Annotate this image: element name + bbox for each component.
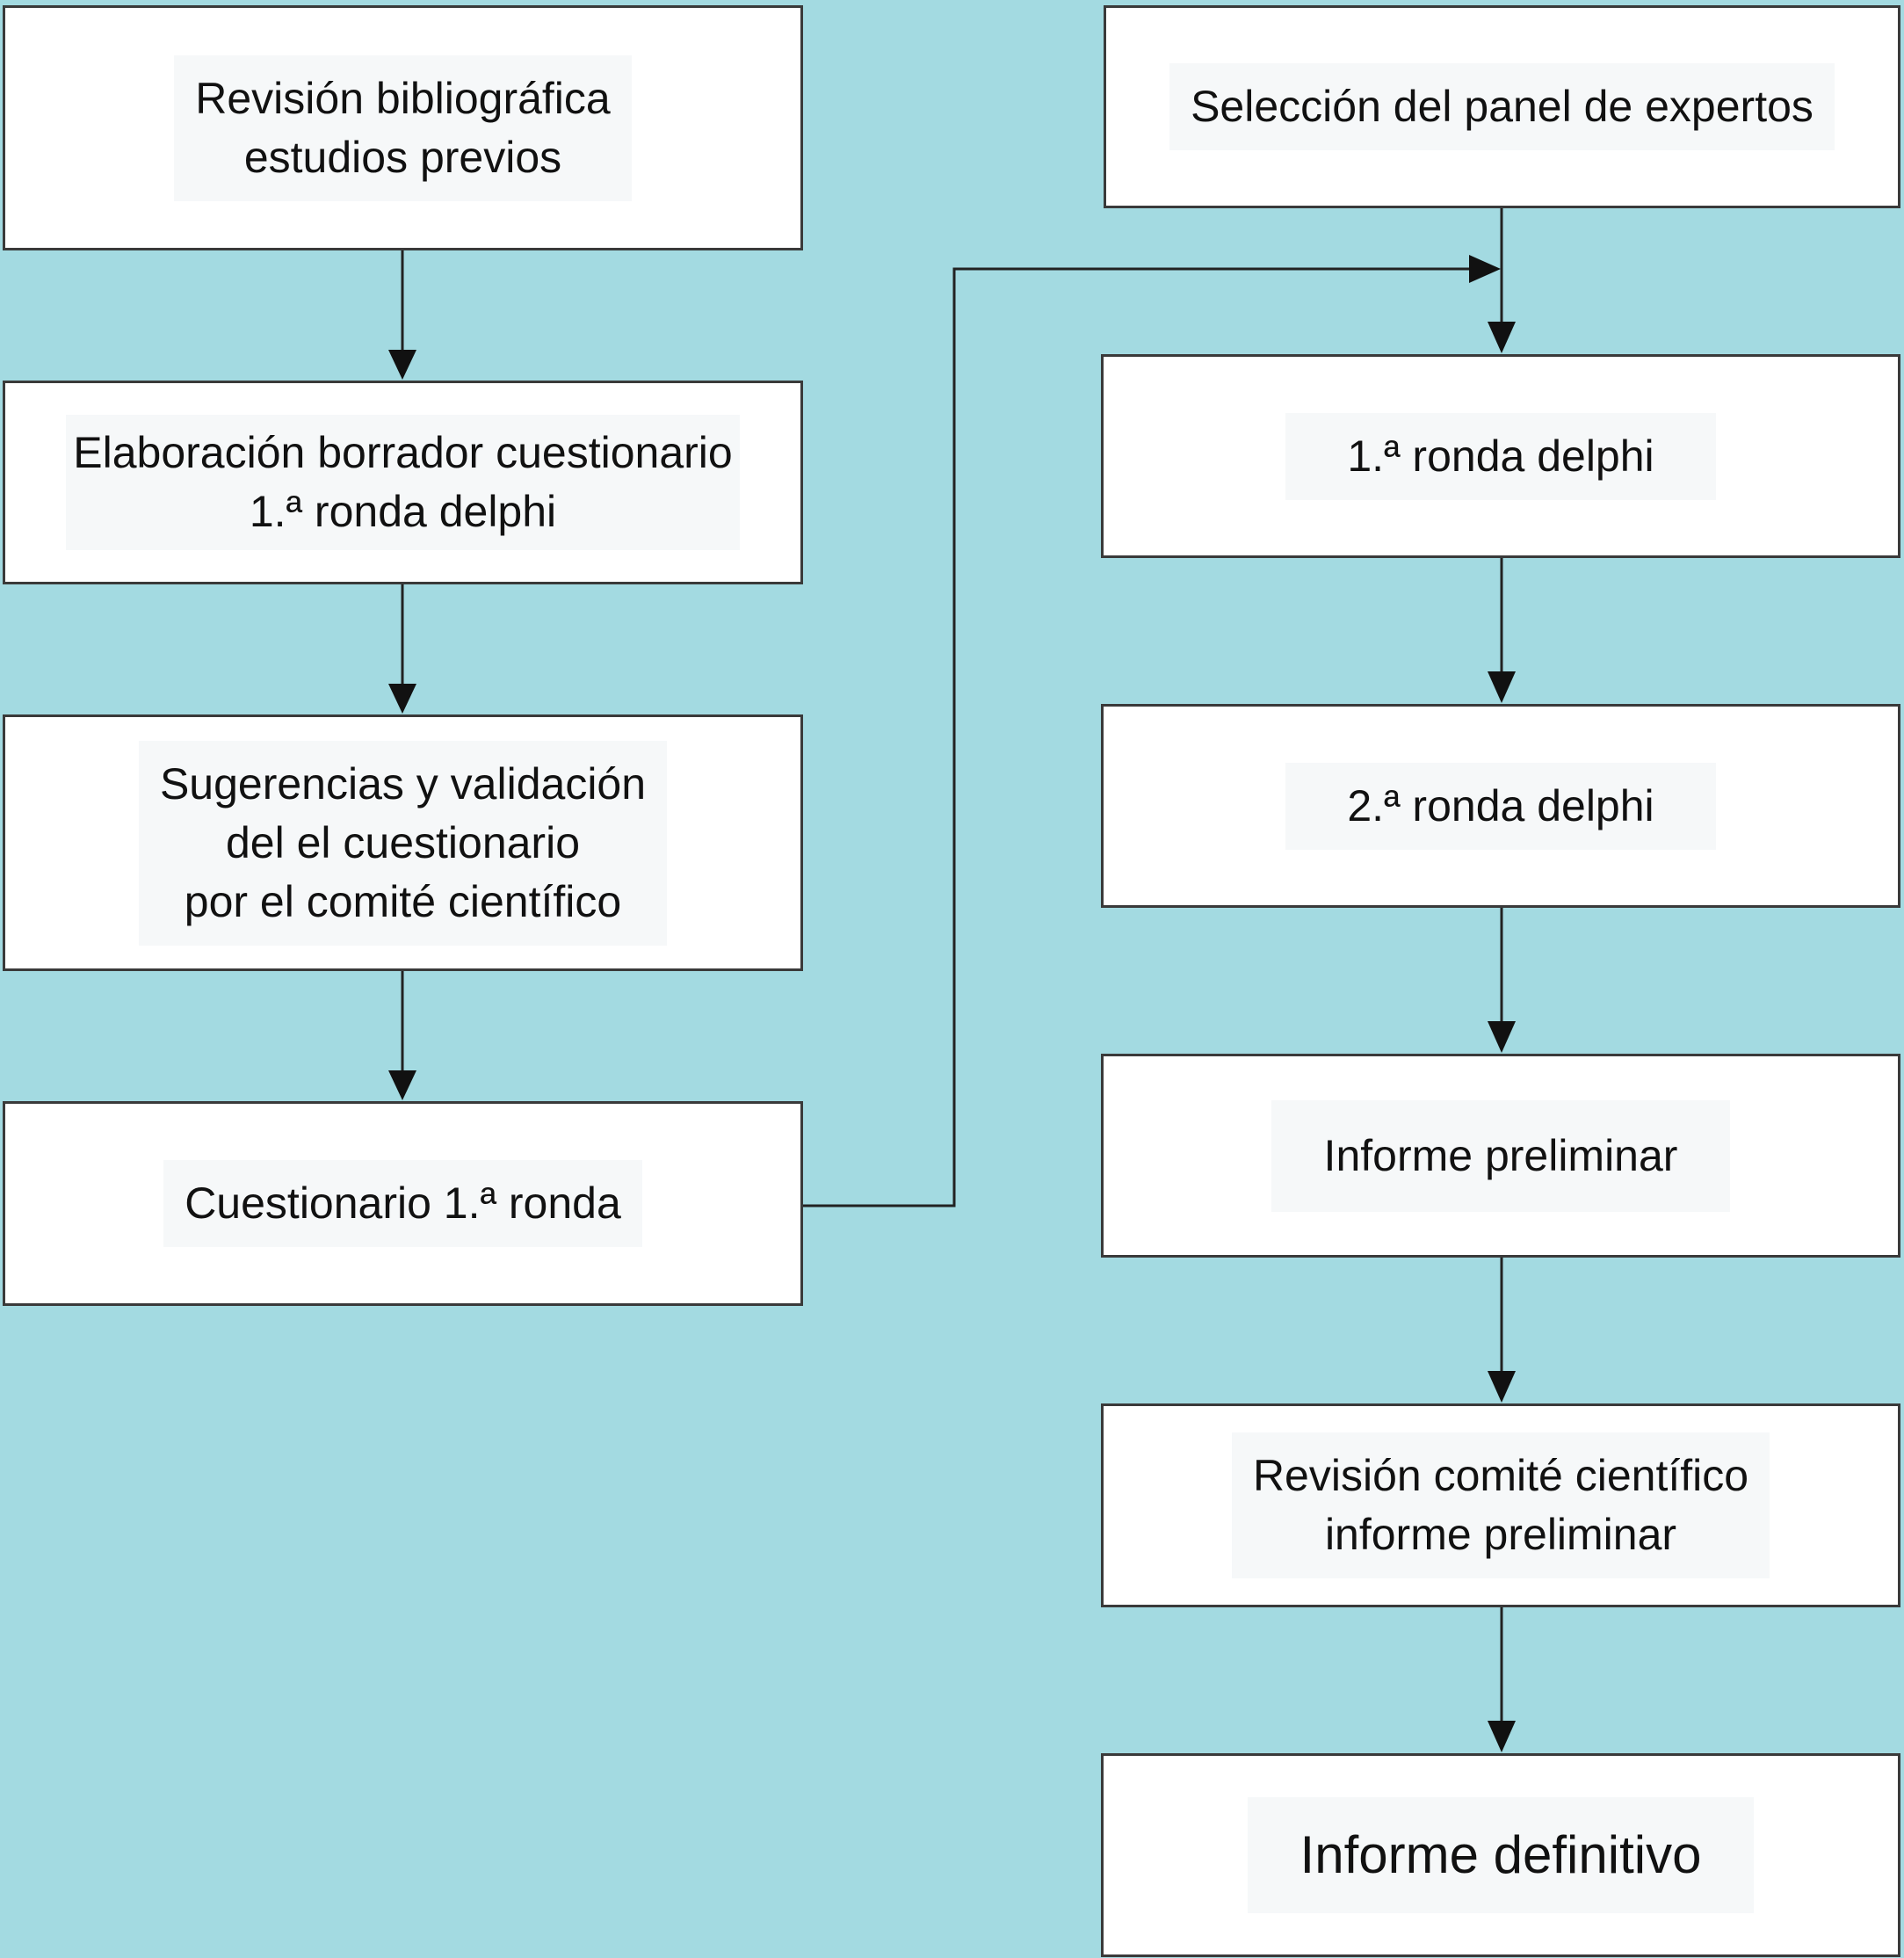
node-text: Sugerencias y validación: [159, 758, 647, 809]
node-label: Selección del panel de expertos: [1169, 63, 1835, 150]
node-label: Informe preliminar: [1271, 1099, 1731, 1212]
node-label: Cuestionario 1.ª ronda: [163, 1160, 642, 1247]
node-label: 1.ª ronda delphi: [1285, 412, 1716, 500]
node-text: Revisión comité científico: [1252, 1451, 1749, 1500]
node-text: informe preliminar: [1324, 1510, 1677, 1559]
node-label: Revisión bibliográfica estudios previos: [174, 54, 632, 201]
node-revision-bibliografica: Revisión bibliográfica estudios previos: [3, 5, 803, 250]
node-label: Elaboración borrador cuestionario 1.ª ro…: [66, 415, 740, 550]
node-label: 2.ª ronda delphi: [1285, 762, 1716, 850]
arrowhead: [1488, 671, 1516, 703]
node-elaboracion-borrador: Elaboración borrador cuestionario 1.ª ro…: [3, 381, 803, 584]
node-text: Elaboración borrador cuestionario: [73, 428, 733, 477]
node-text: por el comité científico: [184, 876, 622, 926]
arrowhead: [388, 1070, 416, 1100]
arrowhead: [1488, 1721, 1516, 1752]
node-text: Revisión bibliográfica: [195, 73, 611, 123]
arrowhead: [1488, 322, 1516, 353]
node-text: estudios previos: [243, 132, 562, 182]
node-text: 1.ª ronda delphi: [249, 487, 557, 536]
arrowhead: [1488, 1021, 1516, 1053]
arrowhead: [388, 350, 416, 380]
node-text: Informe definitivo: [1299, 1825, 1702, 1884]
node-label: Informe definitivo: [1247, 1797, 1755, 1913]
node-primera-ronda-delphi: 1.ª ronda delphi: [1101, 354, 1900, 558]
node-segunda-ronda-delphi: 2.ª ronda delphi: [1101, 704, 1900, 908]
node-label: Sugerencias y validación del el cuestion…: [138, 740, 668, 946]
node-text: 1.ª ronda delphi: [1347, 431, 1654, 481]
node-sugerencias-validacion: Sugerencias y validación del el cuestion…: [3, 714, 803, 971]
node-text: del el cuestionario: [225, 817, 580, 867]
node-cuestionario-1-ronda: Cuestionario 1.ª ronda: [3, 1101, 803, 1306]
node-text: Informe preliminar: [1323, 1130, 1678, 1180]
node-informe-preliminar: Informe preliminar: [1101, 1054, 1900, 1258]
node-text: Cuestionario 1.ª ronda: [185, 1178, 621, 1228]
arrowhead: [388, 684, 416, 714]
arrowhead: [1488, 1371, 1516, 1403]
node-revision-comite: Revisión comité científico informe preli…: [1101, 1403, 1900, 1607]
node-informe-definitivo: Informe definitivo: [1101, 1753, 1900, 1957]
edge-line: [802, 267, 1469, 1207]
node-text: Selección del panel de expertos: [1191, 82, 1814, 131]
arrowhead: [1469, 255, 1501, 283]
node-label: Revisión comité científico informe preli…: [1231, 1432, 1770, 1578]
node-seleccion-panel: Selección del panel de expertos: [1104, 5, 1900, 208]
node-text: 2.ª ronda delphi: [1347, 780, 1654, 830]
